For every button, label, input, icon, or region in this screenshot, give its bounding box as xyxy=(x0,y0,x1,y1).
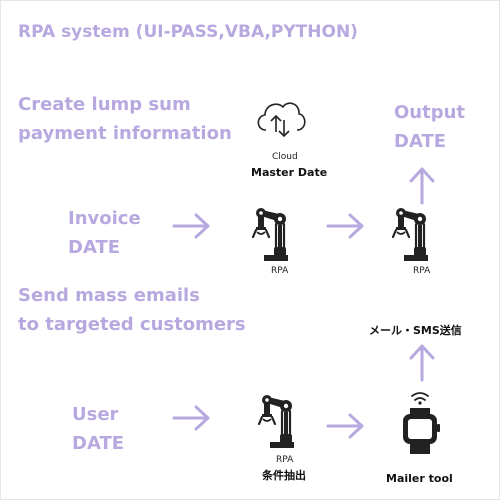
arrow-right-icon xyxy=(326,213,364,239)
output-date-label: Output DATE xyxy=(394,98,465,156)
robot-arm-icon xyxy=(386,205,438,263)
mail-sms-send-label: メール・SMS送信 xyxy=(369,324,462,337)
send-emails-label-line1: Send mass emails xyxy=(18,285,200,306)
cloud-caption: Cloud xyxy=(272,152,298,162)
rpa-label: RPA xyxy=(413,266,431,276)
condition-extract-label: 条件抽出 xyxy=(262,469,306,482)
smartwatch-icon xyxy=(403,392,440,454)
page-title: RPA system (UI-PASS,VBA,PYTHON) xyxy=(18,22,358,42)
arrow-up-icon xyxy=(409,344,435,382)
rpa-label: RPA xyxy=(271,266,289,276)
create-payment-label-line1: Create lump sum xyxy=(18,94,191,115)
send-emails-label-line2: to targeted customers xyxy=(18,314,246,335)
rpa-label: RPA xyxy=(276,455,294,465)
robot-arm-icon xyxy=(246,205,298,263)
arrow-right-icon xyxy=(326,413,364,439)
master-data-label: Master Date xyxy=(251,166,328,179)
create-payment-label-line2: payment information xyxy=(18,123,232,144)
send-emails-label: Send mass emails to targeted customers xyxy=(18,281,246,339)
output-date-label-line1: Output xyxy=(394,102,466,123)
invoice-date-label-line1: Invoice xyxy=(68,208,141,229)
invoice-date-label-line2: DATE xyxy=(68,237,121,258)
arrow-right-icon xyxy=(172,213,210,239)
arrow-up-icon xyxy=(409,167,435,205)
cloud-upload-icon xyxy=(257,102,306,138)
user-date-label-line1: User xyxy=(72,404,119,425)
user-date-label-line2: DATE xyxy=(72,433,125,454)
create-payment-label: Create lump sum payment information xyxy=(18,90,232,148)
invoice-date-label: Invoice DATE xyxy=(68,204,141,262)
user-date-label: User DATE xyxy=(72,400,124,458)
output-date-label-line2: DATE xyxy=(394,131,447,152)
arrow-right-icon xyxy=(172,405,210,431)
mailer-tool-label: Mailer tool xyxy=(386,472,453,485)
robot-arm-icon xyxy=(252,392,304,450)
